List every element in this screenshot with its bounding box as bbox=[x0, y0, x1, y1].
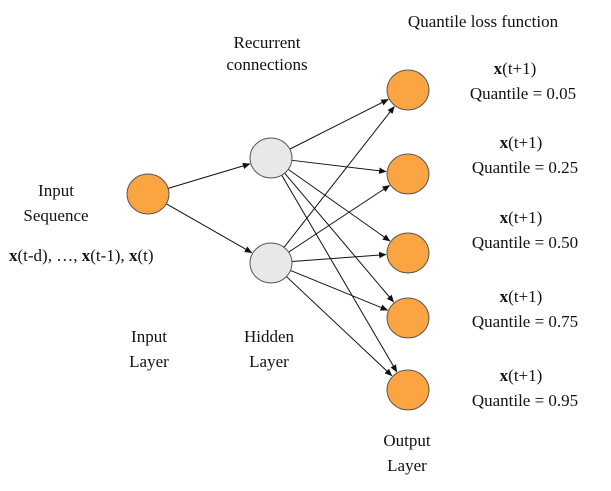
edge-input-to-hidden-1 bbox=[168, 162, 251, 189]
output-label-5: x(t+1) Quantile = 0.95 bbox=[472, 366, 578, 410]
output-1-quantile: Quantile = 0.05 bbox=[470, 84, 576, 103]
output-label-1: x(t+1) Quantile = 0.05 bbox=[470, 59, 576, 103]
input-node bbox=[126, 173, 170, 215]
edge-hidden-1-to-output-4 bbox=[284, 172, 395, 303]
output-2-quantile: Quantile = 0.25 bbox=[472, 158, 578, 177]
output-2-var: x(t+1) bbox=[500, 133, 543, 152]
output-node-3 bbox=[386, 232, 430, 274]
hidden-layer-label-line2: Layer bbox=[249, 352, 289, 371]
input-layer-label-line2: Layer bbox=[129, 352, 169, 371]
output-label-4: x(t+1) Quantile = 0.75 bbox=[472, 287, 578, 331]
connections bbox=[166, 98, 398, 377]
hidden-layer-label-line1: Hidden bbox=[244, 327, 295, 346]
output-4-var: x(t+1) bbox=[500, 287, 543, 306]
edge-hidden-2-to-output-3 bbox=[291, 251, 387, 263]
recurrent-title-line1: Recurrent bbox=[233, 33, 300, 52]
input-sequence-formula: x(t-d), …, x(t-1), x(t) bbox=[9, 246, 153, 265]
output-node-4 bbox=[386, 297, 430, 339]
output-node-2 bbox=[386, 153, 430, 195]
edge-input-to-hidden-2 bbox=[166, 203, 253, 254]
edge-hidden-2-to-output-4 bbox=[290, 269, 389, 311]
hidden-node-1 bbox=[249, 137, 293, 179]
output-label-3: x(t+1) Quantile = 0.50 bbox=[472, 208, 578, 252]
output-node-5 bbox=[386, 369, 430, 411]
edge-hidden-1-to-output-5 bbox=[281, 174, 398, 373]
output-1-var: x(t+1) bbox=[494, 59, 537, 78]
loss-function-title: Quantile loss function bbox=[408, 12, 559, 31]
edge-hidden-1-to-output-3 bbox=[287, 168, 391, 242]
output-3-quantile: Quantile = 0.50 bbox=[472, 233, 578, 252]
edge-hidden-2-to-output-2 bbox=[288, 185, 390, 253]
output-node-1 bbox=[386, 69, 430, 111]
edge-hidden-1-to-output-1 bbox=[289, 98, 389, 150]
edge-hidden-1-to-output-2 bbox=[291, 159, 387, 174]
input-layer-label-line1: Input bbox=[131, 327, 167, 346]
edge-hidden-2-to-output-5 bbox=[286, 276, 393, 377]
output-4-quantile: Quantile = 0.75 bbox=[472, 312, 578, 331]
output-5-quantile: Quantile = 0.95 bbox=[472, 391, 578, 410]
output-3-var: x(t+1) bbox=[500, 208, 543, 227]
output-label-2: x(t+1) Quantile = 0.25 bbox=[472, 133, 578, 177]
output-layer-label-line1: Output bbox=[383, 431, 431, 450]
input-sequence-label-line1: Input bbox=[38, 181, 74, 200]
input-sequence-label-line2: Sequence bbox=[23, 206, 88, 225]
output-5-var: x(t+1) bbox=[500, 366, 543, 385]
edge-hidden-2-to-output-1 bbox=[283, 106, 395, 248]
output-layer-label-line2: Layer bbox=[387, 456, 427, 475]
recurrent-title-line2: connections bbox=[226, 55, 307, 74]
hidden-node-2 bbox=[249, 242, 293, 284]
